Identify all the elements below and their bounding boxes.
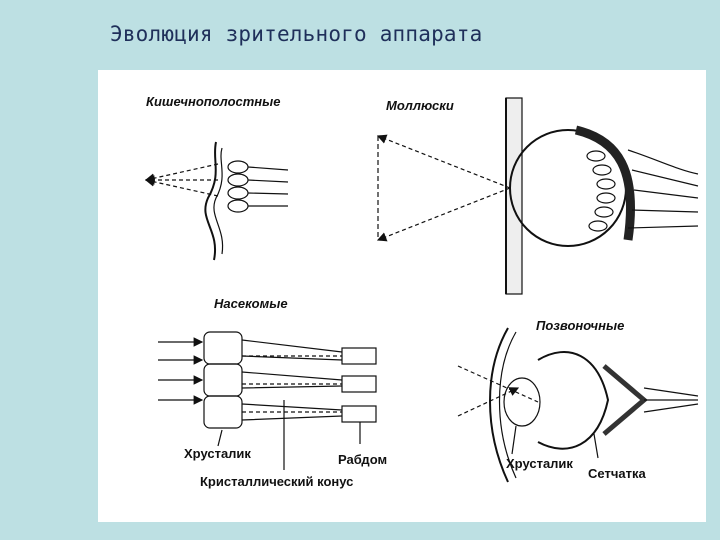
retina-label: Сетчатка: [588, 466, 646, 481]
cnidarians-label: Кишечнополостные: [146, 94, 280, 109]
insects-label: Насекомые: [214, 296, 288, 311]
crystal-cone-label: Кристаллический конус: [200, 474, 353, 489]
vertebrate-lens-label: Хрусталик: [506, 456, 573, 471]
cnidarian-eye-drawing: [146, 142, 288, 260]
mollusc-eye-drawing: [378, 98, 698, 294]
rhabdom-label: Рабдом: [338, 452, 387, 467]
vertebrates-label: Позвоночные: [536, 318, 624, 333]
vertebrate-eye-drawing: [458, 328, 698, 482]
insect-lens-label: Хрусталик: [184, 446, 251, 461]
slide-title: Эволюция зрительного аппарата: [110, 22, 482, 46]
molluscs-label: Моллюски: [386, 98, 454, 113]
eye-evolution-figure: Кишечнополостные Моллюски Насекомые Позв…: [98, 70, 706, 522]
